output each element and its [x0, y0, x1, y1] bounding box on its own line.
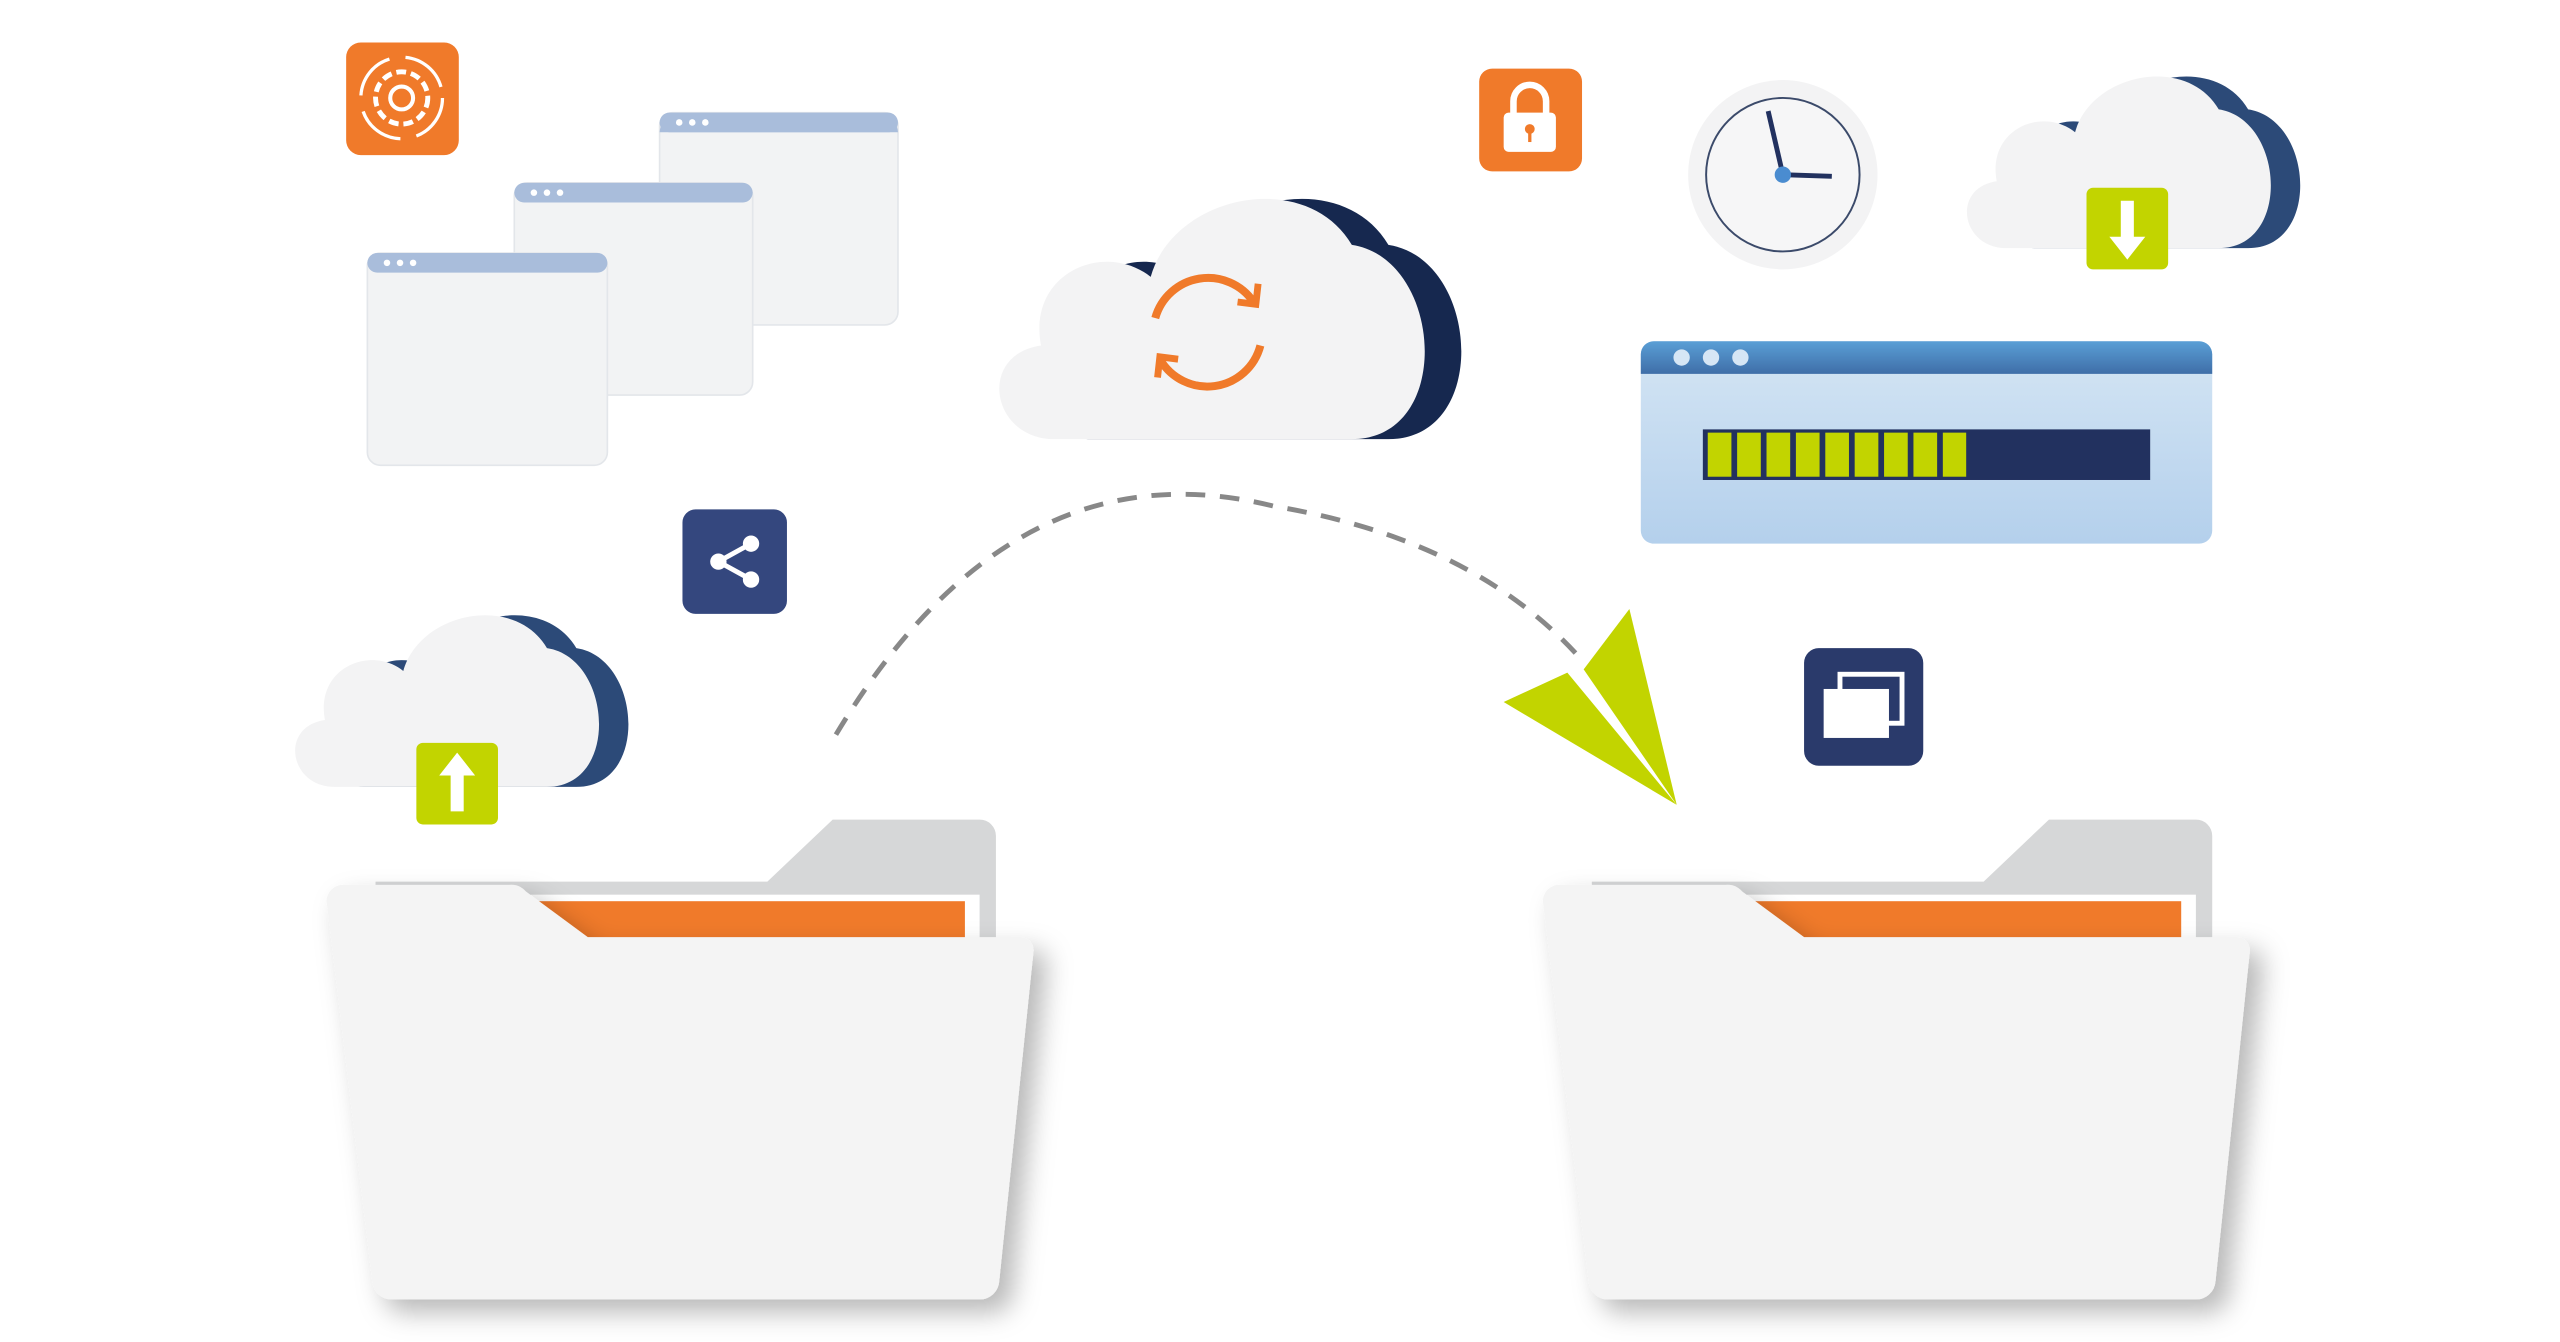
lock-icon [1479, 68, 1583, 172]
download-arrow-icon [2086, 187, 2169, 270]
browser-window [366, 252, 609, 467]
browser-window-stack [366, 111, 899, 467]
sync-cloud [999, 198, 1462, 440]
progress-segment [1913, 432, 1938, 477]
progress-segment [1707, 432, 1732, 477]
clock-icon [1688, 79, 1878, 270]
progress-segment [1884, 432, 1908, 477]
progress-segment [1737, 432, 1761, 477]
paper-plane-icon [1503, 608, 1677, 805]
progress-window [1640, 341, 2213, 544]
destination-folder [1542, 819, 2250, 1300]
sync-icon [1151, 273, 1265, 391]
download-cloud [1966, 76, 2301, 270]
progress-fill [1707, 432, 1967, 477]
share-icon [682, 509, 787, 614]
window-stack-icon [1804, 648, 1924, 766]
progress-segment [1795, 432, 1820, 477]
progress-segment [1825, 432, 1849, 477]
gear-sync-icon [346, 42, 459, 156]
source-folder [326, 819, 1034, 1300]
upload-arrow-icon [416, 742, 498, 825]
progress-segment [1854, 432, 1879, 477]
progress-segment [1942, 432, 1967, 477]
upload-cloud [295, 615, 629, 825]
transfer-path [833, 491, 1578, 736]
progress-segment [1766, 432, 1791, 477]
